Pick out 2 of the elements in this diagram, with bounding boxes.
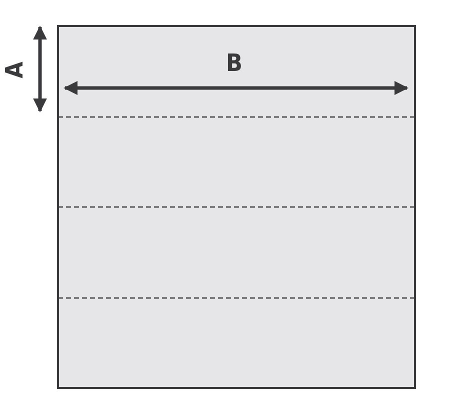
dimension-label: B — [226, 51, 242, 75]
dimension-label: A — [2, 62, 26, 78]
